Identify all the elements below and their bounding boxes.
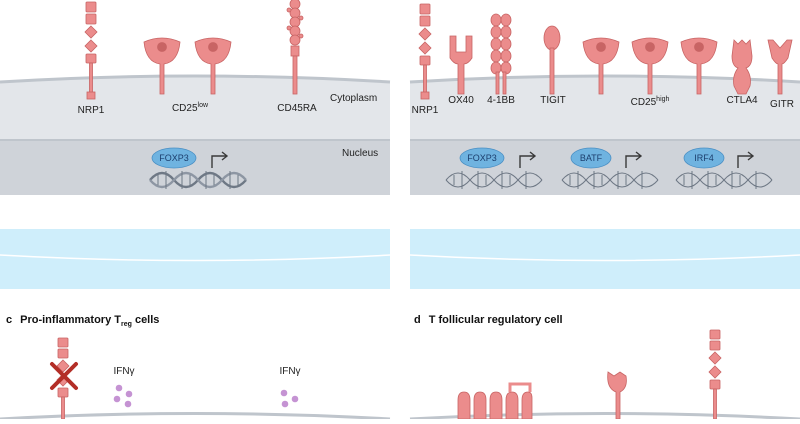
panel-b-ox40-receptor	[449, 35, 473, 95]
panel-b-nrp1-receptor	[418, 3, 432, 100]
panel-b-foxp3-bubble: FOXP3	[459, 147, 505, 169]
panel-a-foxp3-bubble: FOXP3	[151, 147, 197, 169]
panel-a-nrp1-label: NRP1	[78, 105, 105, 116]
panel-b-ox40-label: OX40	[448, 95, 474, 106]
panel-a: NRP1 CD25low CD45RA Cytoplasm Nucleus FO…	[0, 0, 391, 195]
panel-b-dna-helix-1	[445, 171, 543, 189]
svg-text:IRF4: IRF4	[694, 153, 714, 163]
panel-b-41bb-receptor	[490, 13, 512, 95]
panel-b-cd25-label: CD25high	[631, 96, 670, 108]
panel-b-ctla4-label: CTLA4	[726, 95, 758, 106]
panel-b-gitr-label: GITR	[770, 99, 794, 110]
panel-c-ifng-dots-2	[280, 389, 299, 408]
panel-b-batf-bubble: BATF	[570, 147, 612, 169]
panel-b-cd25-receptor-2	[631, 37, 669, 95]
svg-text:BATF: BATF	[580, 153, 603, 163]
panel-b-transcription-arrow-2	[625, 151, 643, 168]
panel-a-cd45ra-receptor	[286, 0, 304, 95]
panel-d-nrp1-receptor	[708, 329, 722, 420]
panel-a-nucleus-label: Nucleus	[342, 148, 378, 159]
panel-b-dna-helix-2	[561, 171, 659, 189]
panel-a-cd25-label: CD25low	[172, 102, 209, 114]
panel-a-cd25-receptor-1	[143, 37, 181, 95]
svg-text:FOXP3: FOXP3	[467, 153, 497, 163]
panel-c-membrane	[0, 412, 391, 421]
middle-band-left	[0, 229, 391, 289]
panel-c-cross-mark	[50, 362, 78, 390]
panel-b-cytoplasm	[410, 76, 800, 140]
panel-b-ctla4-receptor	[731, 39, 753, 95]
panel-b-nucleus	[410, 140, 800, 195]
panel-a-transcription-arrow	[211, 151, 229, 168]
panel-b: NRP1 OX40 4-1BB TIGIT CD25high CTLA4 GIT…	[409, 3, 800, 195]
panel-a-cytoplasm	[0, 76, 390, 140]
panel-a-cd45ra-label: CD45RA	[277, 103, 317, 114]
panel-a-dna-helix	[149, 171, 247, 189]
panel-b-transcription-arrow-3	[737, 151, 755, 168]
panel-a-cd25-receptor-2	[194, 37, 232, 95]
panel-b-41bb-label: 4-1BB	[487, 95, 515, 106]
panel-a-membrane	[0, 74, 391, 84]
panel-b-gitr-receptor	[767, 39, 793, 95]
panel-a-nucleus	[0, 140, 390, 195]
panel-c-nrp1-receptor	[56, 337, 70, 420]
panel-c-ifng-dots-1	[113, 384, 133, 408]
panel-b-tigit-label: TIGIT	[540, 95, 566, 106]
panel-b-irf4-bubble: IRF4	[683, 147, 725, 169]
panel-d-multipass-receptor	[457, 382, 533, 420]
panel-c-ifng-label-2: IFNγ	[279, 366, 300, 377]
panel-a-nrp1-receptor	[84, 1, 98, 100]
panel-b-dna-helix-3	[675, 171, 773, 189]
panel-a-cytoplasm-label: Cytoplasm	[330, 93, 377, 104]
middle-band-right	[409, 229, 800, 289]
panel-c-ifng-label-1: IFNγ	[113, 366, 134, 377]
panel-b-cd25-receptor-3	[680, 37, 718, 95]
panel-d-v-receptor	[607, 371, 627, 420]
panel-b-transcription-arrow-1	[519, 151, 537, 168]
svg-text:FOXP3: FOXP3	[159, 153, 189, 163]
panel-b-tigit-receptor	[543, 25, 561, 95]
panel-b-cd25-receptor-1	[582, 37, 620, 95]
panel-b-nrp1-label: NRP1	[412, 105, 439, 116]
